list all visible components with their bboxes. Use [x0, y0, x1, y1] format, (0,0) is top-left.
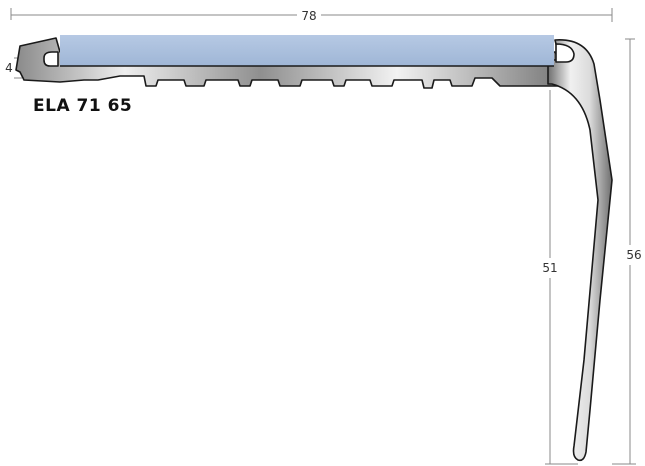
width-dimension: 78 — [10, 8, 613, 23]
width-dimension-label: 78 — [301, 9, 316, 23]
inner-height-dimension-label: 51 — [542, 261, 557, 275]
product-code: ELA 71 65 — [33, 96, 132, 116]
thickness-dimension-label: 4 — [5, 61, 13, 75]
outer-height-dimension-label: 56 — [626, 248, 641, 262]
nose-hook — [555, 43, 575, 63]
left-hook — [43, 51, 59, 67]
inner-height-dimension: 51 — [542, 90, 578, 465]
anti-slip-insert — [60, 35, 554, 66]
aluminium-profile — [15, 35, 613, 462]
outer-height-dimension: 56 — [612, 38, 642, 465]
nose-leg — [547, 39, 613, 462]
